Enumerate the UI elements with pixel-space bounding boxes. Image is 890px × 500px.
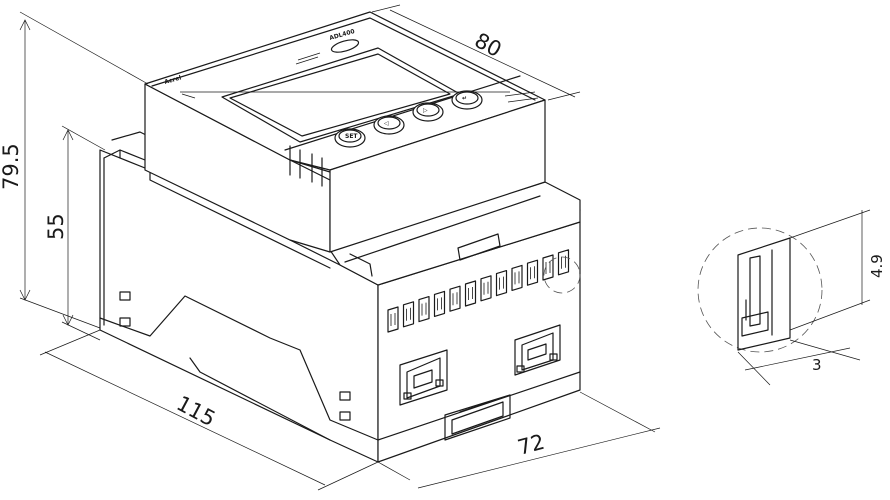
dimension-lines: [19, 4, 871, 491]
terminal-screw: [406, 307, 411, 321]
terminal-screw: [545, 261, 551, 274]
detail-marker-circle: [543, 256, 581, 294]
terminal-screw: [499, 276, 504, 290]
panel-button: SET: [334, 128, 366, 148]
terminal-screw: [514, 271, 520, 285]
meter-body: Acrel ADL400 SET◁▷↵: [99, 11, 581, 463]
dim-overall-height: 79.5: [0, 143, 23, 190]
dim-slot-width: 3: [812, 356, 822, 374]
side-slot: [119, 317, 131, 327]
panel-button: ◁: [373, 115, 405, 135]
terminal-slot: [433, 290, 446, 317]
side-foot-profile: [99, 295, 379, 441]
dim-depth: 80: [471, 28, 506, 62]
button-glyph: ▷: [423, 107, 428, 114]
button-row: SET ◁ ▷ ↵: [334, 90, 483, 148]
rj45-port-left: [399, 349, 448, 406]
terminal-screw: [468, 287, 473, 300]
terminal-screw: [452, 292, 458, 306]
upper-front-face: [329, 99, 546, 253]
button-glyph: ↵: [462, 95, 467, 102]
side-slot: [339, 411, 351, 421]
terminal-slot: [449, 285, 461, 312]
side-slot: [119, 291, 131, 301]
side-slot: [339, 391, 351, 401]
terminal-slot: [418, 296, 430, 323]
button-glyph: ◁: [384, 120, 389, 127]
terminal-screw: [437, 297, 442, 311]
terminal-slot: [495, 270, 508, 297]
terminal-screw: [483, 281, 489, 295]
brand-mark: Acrel: [164, 74, 183, 85]
terminal-slot: [511, 264, 523, 291]
terminal-screw: [530, 266, 535, 280]
terminal-screw: [421, 302, 427, 316]
terminal-screw: [561, 255, 566, 269]
terminal-screw: [390, 313, 396, 326]
terminal-slot: [557, 249, 570, 276]
dim-length: 115: [173, 391, 220, 431]
dim-slot-height: 4.9: [868, 254, 886, 278]
terminal-slot: [542, 254, 554, 281]
rj45-port-right: [514, 324, 561, 376]
terminal-slot: [464, 280, 477, 307]
panel-button: ↵: [451, 90, 483, 110]
terminal-detail-view: [697, 227, 823, 353]
dim-width: 72: [515, 430, 547, 460]
din-clip: [444, 394, 511, 441]
terminal-slot: [402, 301, 415, 328]
dim-body-height: 55: [44, 213, 68, 240]
indicator-led: [330, 39, 360, 53]
button-glyph: SET: [345, 133, 358, 140]
terminal-slot: [480, 275, 492, 302]
detail-circle: [697, 227, 823, 353]
panel-button: ▷: [412, 102, 444, 122]
terminal-slot: [526, 259, 539, 286]
terminal-row: [387, 249, 570, 333]
terminal-slot: [387, 306, 399, 333]
